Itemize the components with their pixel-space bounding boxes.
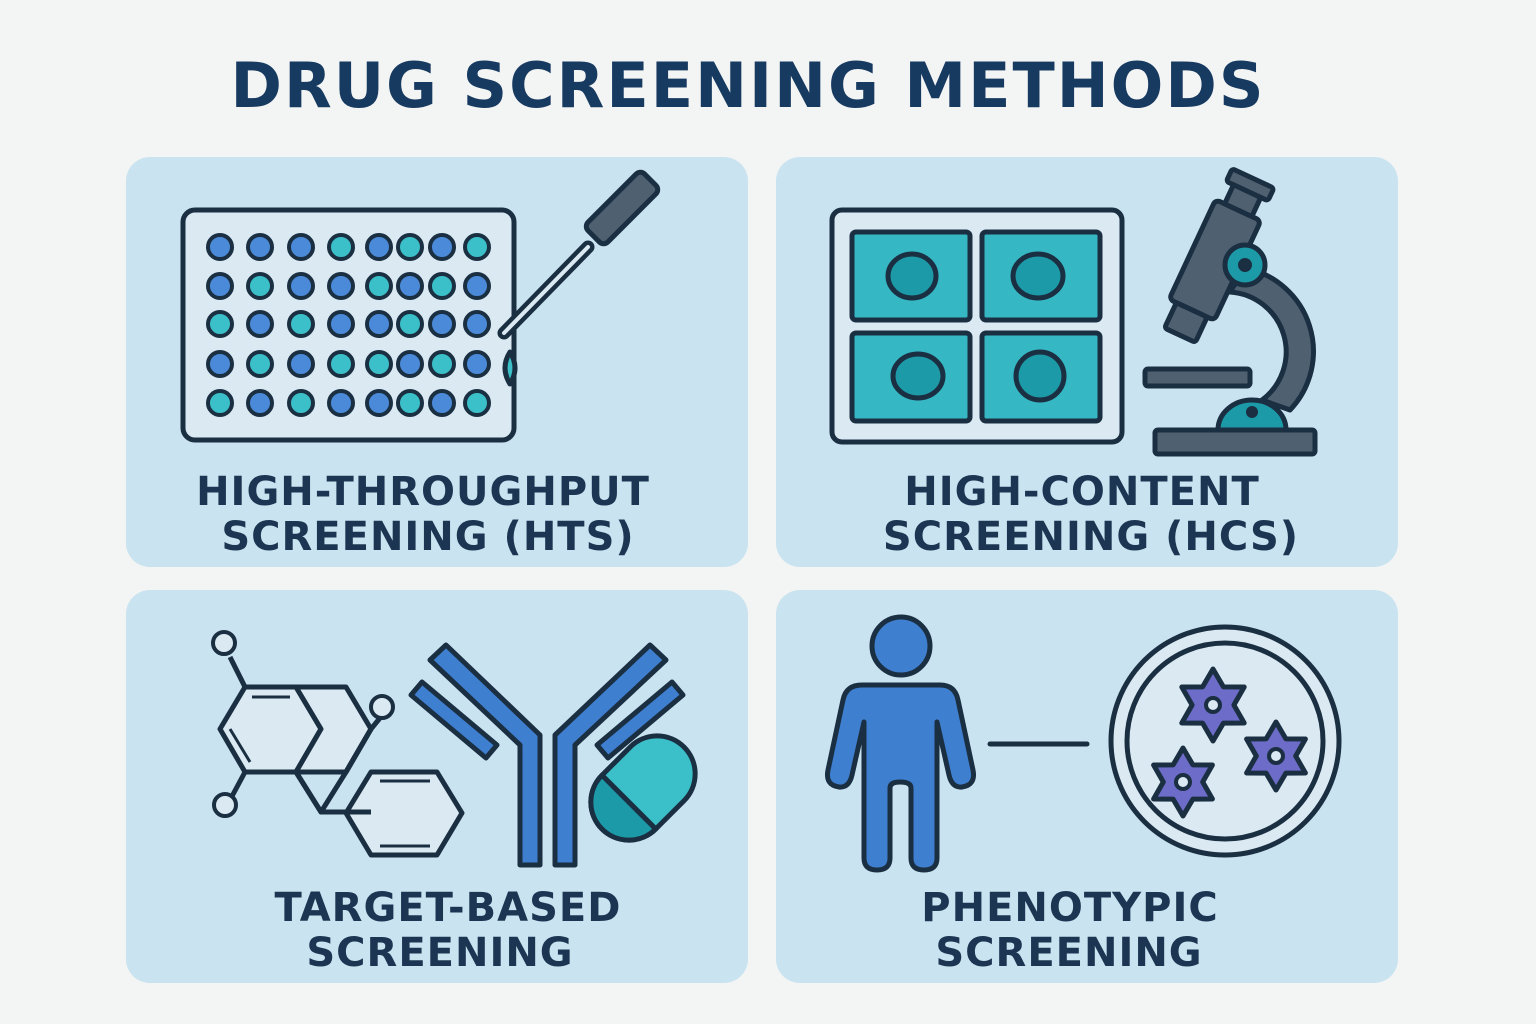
panel-label-line1: TARGET-BASED [275, 885, 622, 931]
well [246, 272, 274, 300]
well [396, 272, 424, 300]
well [206, 310, 234, 338]
well [365, 310, 393, 338]
capsule-icon [588, 733, 698, 843]
well [246, 389, 274, 417]
cell-images-icon [829, 207, 1125, 445]
well [246, 233, 274, 261]
panel-label-line2: SCREENING [306, 930, 573, 976]
panel-hts: HIGH-THROUGHPUT SCREENING (HTS) [126, 157, 748, 567]
cell-nucleus [1267, 747, 1285, 765]
panel-label-line2: SCREENING (HCS) [883, 514, 1299, 560]
microscope-icon [1142, 167, 1318, 457]
well [463, 350, 491, 378]
well [365, 272, 393, 300]
panel-label-line1: HIGH-CONTENT [904, 469, 1259, 515]
well [206, 350, 234, 378]
well [463, 310, 491, 338]
well [396, 350, 424, 378]
well [428, 350, 456, 378]
panel-hcs: HIGH-CONTENT SCREENING (HCS) [776, 157, 1398, 567]
well [396, 310, 424, 338]
panel-label-line2: SCREENING [935, 930, 1202, 976]
well [396, 389, 424, 417]
well [287, 310, 315, 338]
well [287, 272, 315, 300]
well [365, 350, 393, 378]
panel-phenotypic: PHENOTYPIC SCREENING [776, 590, 1398, 983]
well [206, 389, 234, 417]
well [463, 272, 491, 300]
petri-dish-icon [1108, 624, 1342, 858]
pipette-icon [497, 169, 661, 387]
well [428, 389, 456, 417]
well [463, 389, 491, 417]
panel-label-line1: HIGH-THROUGHPUT [196, 469, 650, 515]
well [463, 233, 491, 261]
well [365, 233, 393, 261]
well [428, 310, 456, 338]
molecule-icon [211, 630, 465, 858]
cell-nucleus [1204, 696, 1222, 714]
page-title: DRUG SCREENING METHODS [230, 49, 1265, 122]
well [206, 233, 234, 261]
well [327, 310, 355, 338]
well [327, 233, 355, 261]
panel-label-line2: SCREENING (HTS) [221, 514, 634, 560]
well [327, 389, 355, 417]
well [396, 233, 424, 261]
well [327, 350, 355, 378]
well [428, 233, 456, 261]
cell-nucleus [1174, 773, 1192, 791]
well [287, 233, 315, 261]
person-icon [825, 614, 976, 873]
well [287, 350, 315, 378]
well [246, 310, 274, 338]
well [428, 272, 456, 300]
well [327, 272, 355, 300]
panel-target-based: TARGET-BASED SCREENING [126, 590, 748, 983]
well [287, 389, 315, 417]
antibody-icon [408, 642, 686, 868]
well [365, 389, 393, 417]
well-plate-icon [180, 207, 517, 443]
panel-label-line1: PHENOTYPIC [921, 885, 1218, 931]
well [246, 350, 274, 378]
well [206, 272, 234, 300]
